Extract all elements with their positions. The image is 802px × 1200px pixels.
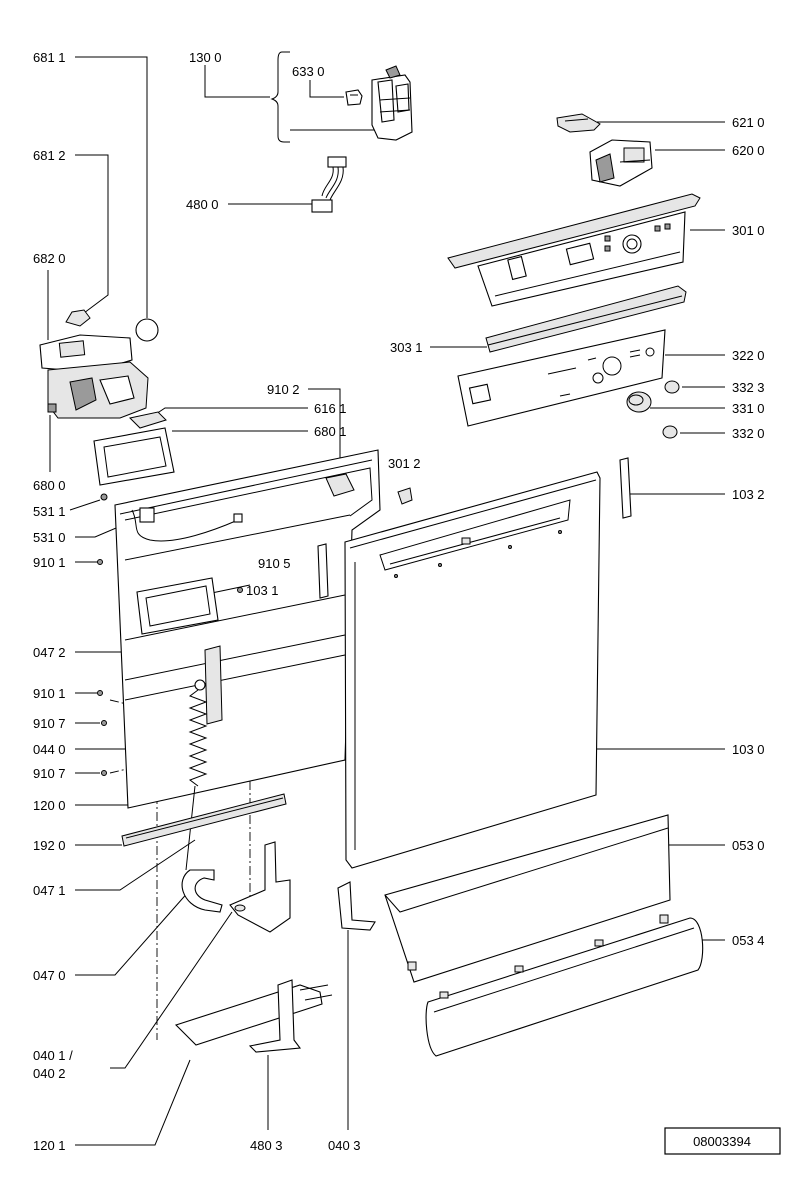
- part-682-0-dispenser: [39, 334, 149, 419]
- part-621-0: [556, 113, 601, 133]
- label-303-1: 303 1: [390, 340, 423, 355]
- part-130-0: [371, 65, 413, 141]
- label-322-0: 322 0: [732, 348, 765, 363]
- screws: [97, 493, 243, 776]
- label-120-1: 120 1: [33, 1138, 66, 1153]
- label-633-0: 633 0: [292, 64, 325, 79]
- parts: [39, 65, 704, 1057]
- label-480-3: 480 3: [250, 1138, 283, 1153]
- label-681-1: 681 1: [33, 50, 66, 65]
- label-130-0: 130 0: [189, 50, 222, 65]
- part-labels: 681 1 130 0 633 0 621 0 681 2 620 0 480 …: [33, 50, 765, 1153]
- label-301-0: 301 0: [732, 223, 765, 238]
- part-053-0-plinth: [384, 814, 671, 983]
- part-040-3: [337, 881, 376, 931]
- label-053-4: 053 4: [732, 933, 765, 948]
- label-910-7-upper: 910 7: [33, 716, 66, 731]
- part-120-0-inner-door: [114, 449, 381, 809]
- document-number-box: 08003394: [664, 1127, 781, 1155]
- label-910-2: 910 2: [267, 382, 300, 397]
- label-047-2: 047 2: [33, 645, 66, 660]
- label-616-1: 616 1: [314, 401, 347, 416]
- label-040-2: 040 2: [33, 1066, 66, 1081]
- part-303-1: [485, 285, 687, 353]
- part-681-2: [65, 309, 91, 327]
- part-103-2: [619, 457, 632, 519]
- part-616-1: [128, 411, 167, 429]
- document-number: 08003394: [693, 1134, 751, 1149]
- part-103-0-outer-door: [344, 471, 601, 869]
- part-480-0: [311, 156, 347, 213]
- label-053-0: 053 0: [732, 838, 765, 853]
- part-053-4-plinth-cover: [425, 917, 704, 1057]
- label-301-2: 301 2: [388, 456, 421, 471]
- label-682-0: 682 0: [33, 251, 66, 266]
- label-192-0: 192 0: [33, 838, 66, 853]
- part-332-0: [662, 425, 678, 439]
- label-332-0: 332 0: [732, 426, 765, 441]
- part-332-3: [664, 380, 680, 394]
- label-621-0: 621 0: [732, 115, 765, 130]
- label-680-0: 680 0: [33, 478, 66, 493]
- part-192-0: [121, 793, 287, 847]
- label-047-0: 047 0: [33, 968, 66, 983]
- label-040-1: 040 1 /: [33, 1048, 73, 1063]
- label-103-1: 103 1: [246, 583, 279, 598]
- label-910-7-lower: 910 7: [33, 766, 66, 781]
- part-680-1: [93, 427, 175, 486]
- part-633-0: [345, 89, 363, 106]
- part-301-2: [397, 487, 413, 505]
- label-910-1-upper: 910 1: [33, 555, 66, 570]
- label-531-1: 531 1: [33, 504, 66, 519]
- label-681-2: 681 2: [33, 148, 66, 163]
- label-480-0: 480 0: [186, 197, 219, 212]
- label-331-0: 331 0: [732, 401, 765, 416]
- label-103-0: 103 0: [732, 742, 765, 757]
- label-910-5: 910 5: [258, 556, 291, 571]
- part-103-1: [317, 543, 329, 599]
- label-332-3: 332 3: [732, 380, 765, 395]
- part-301-0: [447, 193, 701, 307]
- part-322-0: [457, 329, 666, 427]
- label-044-0: 044 0: [33, 742, 66, 757]
- part-120-1-rail: [174, 984, 333, 1046]
- label-531-0: 531 0: [33, 530, 66, 545]
- label-910-1-lower: 910 1: [33, 686, 66, 701]
- label-103-2: 103 2: [732, 487, 765, 502]
- part-331-0: [626, 391, 652, 413]
- label-620-0: 620 0: [732, 143, 765, 158]
- part-480-3: [248, 979, 302, 1053]
- part-681-1: [135, 318, 159, 342]
- part-620-0: [589, 139, 653, 187]
- label-047-1: 047 1: [33, 883, 66, 898]
- part-047-0-hinge: [181, 869, 223, 913]
- label-040-3: 040 3: [328, 1138, 361, 1153]
- label-120-0: 120 0: [33, 798, 66, 813]
- label-680-1: 680 1: [314, 424, 347, 439]
- part-040-1-bracket: [229, 841, 291, 933]
